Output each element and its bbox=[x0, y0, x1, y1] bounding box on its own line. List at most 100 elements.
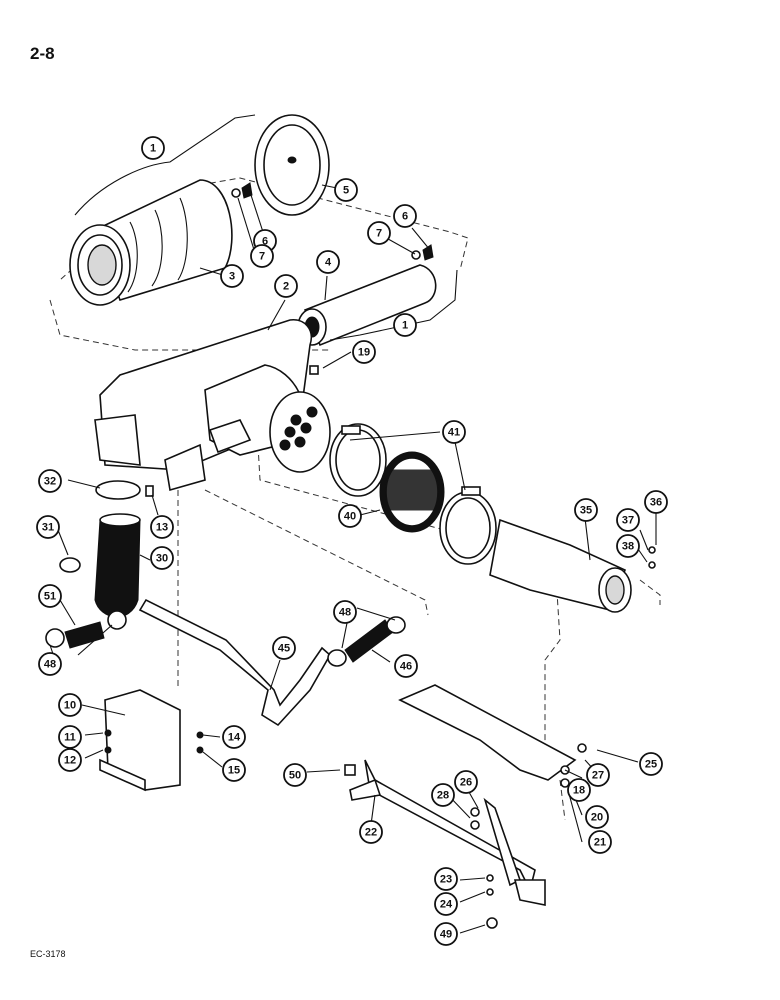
callout-circle bbox=[585, 805, 609, 829]
callout-circle bbox=[222, 725, 246, 749]
callout-c35: 35 bbox=[574, 498, 598, 522]
callout-circle bbox=[567, 778, 591, 802]
callout-circle bbox=[36, 515, 60, 539]
callout-circle bbox=[394, 654, 418, 678]
short-hose-46 bbox=[327, 616, 406, 667]
callout-c4: 4 bbox=[316, 250, 340, 274]
callout-c12: 12 bbox=[58, 748, 82, 772]
callout-label: 1 bbox=[150, 143, 156, 155]
callout-label: 6 bbox=[262, 236, 268, 248]
callout-circle bbox=[434, 922, 458, 946]
callout-c23: 23 bbox=[434, 867, 458, 891]
callout-circle bbox=[574, 498, 598, 522]
callout-label: 22 bbox=[365, 827, 377, 839]
callout-c51: 51 bbox=[38, 584, 62, 608]
callout-c1b: 1 bbox=[393, 313, 417, 337]
callout-label: 37 bbox=[622, 515, 634, 527]
callout-label: 28 bbox=[437, 790, 449, 802]
callout-label: 49 bbox=[440, 929, 452, 941]
callout-label: 20 bbox=[591, 812, 603, 824]
callout-label: 36 bbox=[650, 497, 662, 509]
callout-circle bbox=[58, 725, 82, 749]
callout-c19: 19 bbox=[352, 340, 376, 364]
callout-circle bbox=[334, 178, 358, 202]
callout-circle bbox=[150, 515, 174, 539]
callout-circle bbox=[586, 763, 610, 787]
callout-c36: 36 bbox=[644, 490, 668, 514]
callout-label: 23 bbox=[440, 874, 452, 886]
callout-c41: 41 bbox=[442, 420, 466, 444]
callout-c30: 30 bbox=[150, 546, 174, 570]
callout-c26: 26 bbox=[454, 770, 478, 794]
callout-label: 25 bbox=[645, 759, 657, 771]
callout-c37: 37 bbox=[616, 508, 640, 532]
callout-circle bbox=[58, 693, 82, 717]
callout-label: 6 bbox=[402, 211, 408, 223]
callout-label: 48 bbox=[339, 607, 351, 619]
support-brace-22 bbox=[349, 759, 546, 906]
callout-circle bbox=[58, 748, 82, 772]
callout-circle bbox=[283, 763, 307, 787]
callout-c11: 11 bbox=[58, 725, 82, 749]
callout-circle bbox=[434, 892, 458, 916]
intake-duct bbox=[489, 518, 632, 613]
callout-circle bbox=[639, 752, 663, 776]
callout-label: 21 bbox=[594, 837, 606, 849]
callout-circle bbox=[644, 490, 668, 514]
callout-label: 15 bbox=[228, 765, 240, 777]
callout-label: 31 bbox=[42, 522, 54, 534]
vacuator-tube bbox=[138, 598, 332, 727]
support-bracket-10 bbox=[99, 689, 204, 792]
callout-circle bbox=[616, 508, 640, 532]
callout-circle bbox=[367, 221, 391, 245]
small-fasteners bbox=[145, 365, 656, 929]
callout-label: 10 bbox=[64, 700, 76, 712]
callout-c28: 28 bbox=[431, 783, 455, 807]
callout-label: 35 bbox=[580, 505, 592, 517]
callout-c21: 21 bbox=[588, 830, 612, 854]
callout-circle bbox=[359, 820, 383, 844]
air-cleaner-cover bbox=[254, 114, 330, 216]
callout-circle bbox=[616, 534, 640, 558]
callout-label: 2 bbox=[283, 281, 289, 293]
callout-c7a: 7 bbox=[250, 244, 274, 268]
callout-circle bbox=[333, 600, 357, 624]
primary-filter-element bbox=[69, 179, 233, 306]
callout-label: 46 bbox=[400, 661, 412, 673]
callout-circle bbox=[38, 469, 62, 493]
callout-label: 19 bbox=[358, 347, 370, 359]
callout-circle bbox=[431, 783, 455, 807]
callout-c31: 31 bbox=[36, 515, 60, 539]
callout-c5: 5 bbox=[334, 178, 358, 202]
callout-c13: 13 bbox=[150, 515, 174, 539]
mounting-plate-18 bbox=[398, 684, 577, 781]
callout-c3: 3 bbox=[220, 264, 244, 288]
callout-c15: 15 bbox=[222, 758, 246, 782]
leader-lines bbox=[49, 114, 657, 934]
callout-circle bbox=[38, 584, 62, 608]
callout-circle bbox=[393, 313, 417, 337]
callout-circle bbox=[316, 250, 340, 274]
callout-c48b: 48 bbox=[333, 600, 357, 624]
callout-label: 3 bbox=[229, 271, 235, 283]
page-number: 2-8 bbox=[30, 44, 55, 63]
rubber-sleeve bbox=[379, 451, 445, 533]
callout-circle bbox=[220, 264, 244, 288]
callout-c45: 45 bbox=[272, 636, 296, 660]
callout-c50: 50 bbox=[283, 763, 307, 787]
air-cleaner-housing bbox=[94, 319, 331, 492]
callout-label: 7 bbox=[259, 251, 265, 263]
callout-c38: 38 bbox=[616, 534, 640, 558]
callout-circle bbox=[588, 830, 612, 854]
callout-label: 27 bbox=[592, 770, 604, 782]
callout-c49: 49 bbox=[434, 922, 458, 946]
callout-label: 14 bbox=[228, 732, 241, 744]
hose-clamps bbox=[329, 423, 497, 565]
callout-label: 26 bbox=[460, 777, 472, 789]
callout-c25: 25 bbox=[639, 752, 663, 776]
callout-circle bbox=[141, 136, 165, 160]
callout-circle bbox=[222, 758, 246, 782]
callout-circle bbox=[393, 204, 417, 228]
callout-c27: 27 bbox=[586, 763, 610, 787]
